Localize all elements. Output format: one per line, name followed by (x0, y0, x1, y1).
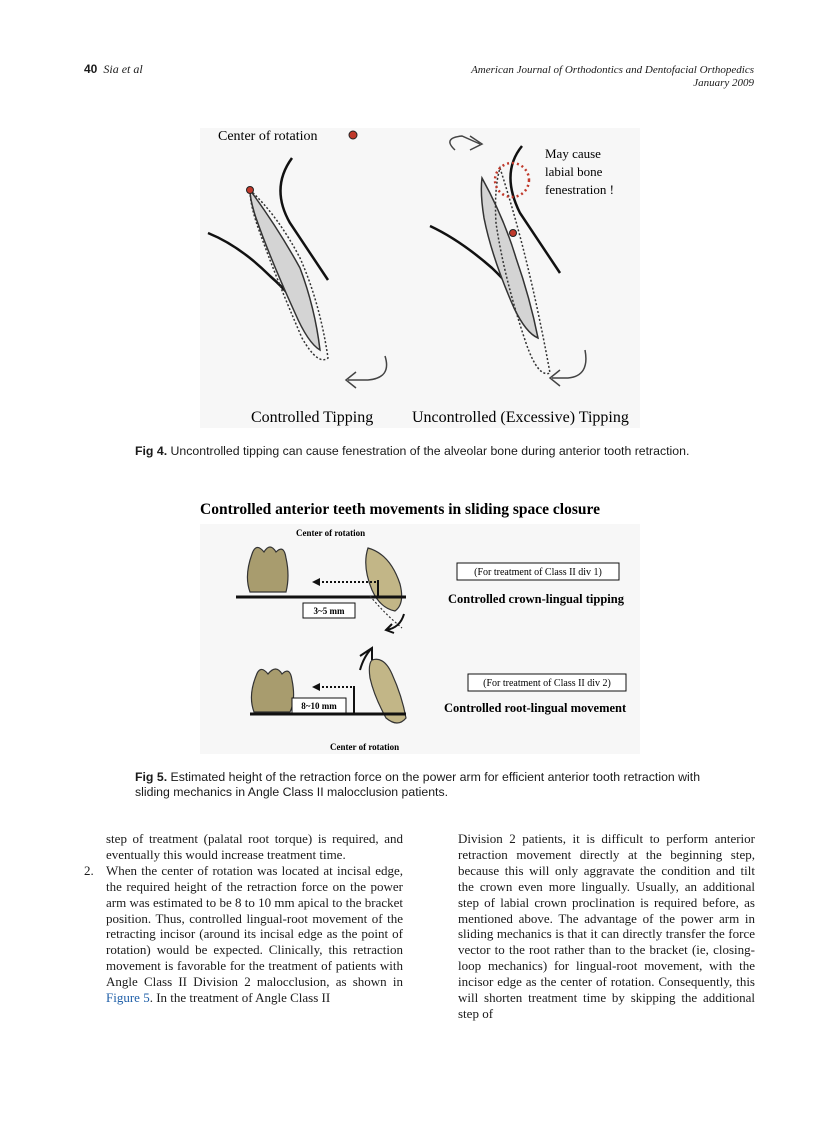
indication-box-top (456, 562, 620, 581)
tooth-original-shape (249, 187, 321, 352)
tipped-root-outline-top (369, 595, 403, 629)
fenestration-note-line-3: fenestration ! (545, 182, 614, 197)
labial-alveolar-line (279, 157, 330, 281)
page-number: 40 (84, 62, 98, 76)
figure-5-link[interactable]: Figure 5 (106, 990, 150, 1006)
force-arrowhead-top-icon (312, 578, 320, 586)
rotation-arrow-right-icon (548, 349, 587, 387)
measure-label-top: 3~5 mm (314, 606, 345, 616)
rotation-arrow-top-icon (449, 135, 484, 151)
incisor-top-icon (365, 547, 403, 612)
figure-5-caption-text: Estimated height of the retraction force… (135, 770, 701, 799)
indication-box-bottom (467, 673, 627, 692)
center-of-rotation-marker-right (509, 229, 517, 237)
rotation-arrow-bottom-icon-fig5 (359, 646, 373, 671)
indication-text-top: (For treatment of Class II div 1) (474, 567, 602, 578)
movement-label-bottom: Controlled root-lingual movement (444, 701, 627, 715)
list-item-text-b: . In the treatment of Angle Class II (149, 990, 331, 1006)
label-controlled-tipping: Controlled Tipping (251, 409, 373, 426)
measure-box-bottom (291, 697, 347, 714)
fenestration-note-line-1: May cause (545, 146, 601, 161)
legend-red-dot-icon (348, 130, 358, 140)
journal-name: American Journal of Orthodontics and Den… (471, 64, 754, 76)
rotation-arrow-top-icon-fig5 (384, 613, 405, 634)
figure-5-title: Controlled anterior teeth movements in s… (200, 501, 600, 518)
molar-bottom-icon (250, 668, 295, 713)
paragraph-continued: step of treatment (palatal root torque) … (106, 831, 403, 862)
fenestration-warning-circle (493, 161, 531, 199)
list-item-text-a: When the center of rotation was located … (106, 862, 403, 990)
figure-4-caption-text: Uncontrolled tipping can cause fenestrat… (167, 444, 690, 458)
center-of-rotation-label-bottom: Center of rotation (330, 742, 399, 752)
controlled-tipping-diagram (207, 157, 388, 389)
measure-box-top (302, 602, 356, 619)
body-column-right: Division 2 patients, it is difficult to … (458, 831, 755, 1022)
incisor-bottom-icon (368, 658, 407, 724)
uncontrolled-tipping-diagram: May cause labial bone fenestration ! (429, 135, 614, 387)
figure-4-caption-label: Fig 4. (135, 444, 168, 458)
movement-label-top: Controlled crown-lingual tipping (448, 592, 625, 606)
figure-4-caption: Fig 4. Uncontrolled tipping can cause fe… (135, 444, 710, 459)
rotation-arrow-left-icon (344, 355, 388, 389)
issue-date: January 2009 (693, 77, 754, 89)
tooth-tipped-outline (249, 188, 329, 361)
root-lingual-movement-diagram: 8~10 mm Center of rotation (For treatmen… (250, 646, 627, 752)
crown-lingual-tipping-diagram: Center of rotation 3~5 mm (For treatment… (236, 528, 625, 634)
figure-5: Controlled anterior teeth movements in s… (200, 501, 640, 754)
measure-label-bottom: 8~10 mm (301, 701, 337, 711)
list-item-number: 2. (84, 862, 94, 878)
body-column-left: step of treatment (palatal root torque) … (84, 831, 403, 1006)
paragraph-right: Division 2 patients, it is difficult to … (458, 831, 755, 1021)
indication-text-bottom: (For treatment of Class II div 2) (483, 678, 611, 689)
running-header-right: American Journal of Orthodontics and Den… (471, 64, 754, 90)
author-line: Sia et al (103, 62, 143, 76)
list-item-2: 2. When the center of rotation was locate… (84, 862, 403, 1006)
center-of-rotation-label-top: Center of rotation (296, 528, 365, 538)
figure-5-caption-label: Fig 5. (135, 770, 168, 784)
label-uncontrolled-tipping: Uncontrolled (Excessive) Tipping (412, 409, 629, 426)
tooth-excessive-tipped-outline (494, 165, 551, 375)
legend-center-of-rotation: Center of rotation (218, 129, 318, 144)
force-arrowhead-bottom-icon (312, 683, 320, 691)
figure-5-caption: Fig 5. Estimated height of the retractio… (135, 770, 710, 800)
figure-4: Center of rotation May cause labial bone… (200, 128, 640, 428)
fenestration-note-line-2: labial bone (545, 164, 603, 179)
center-of-rotation-marker-left (246, 186, 254, 194)
molar-top-icon (246, 546, 289, 593)
running-header-left: 40 Sia et al (84, 62, 143, 77)
